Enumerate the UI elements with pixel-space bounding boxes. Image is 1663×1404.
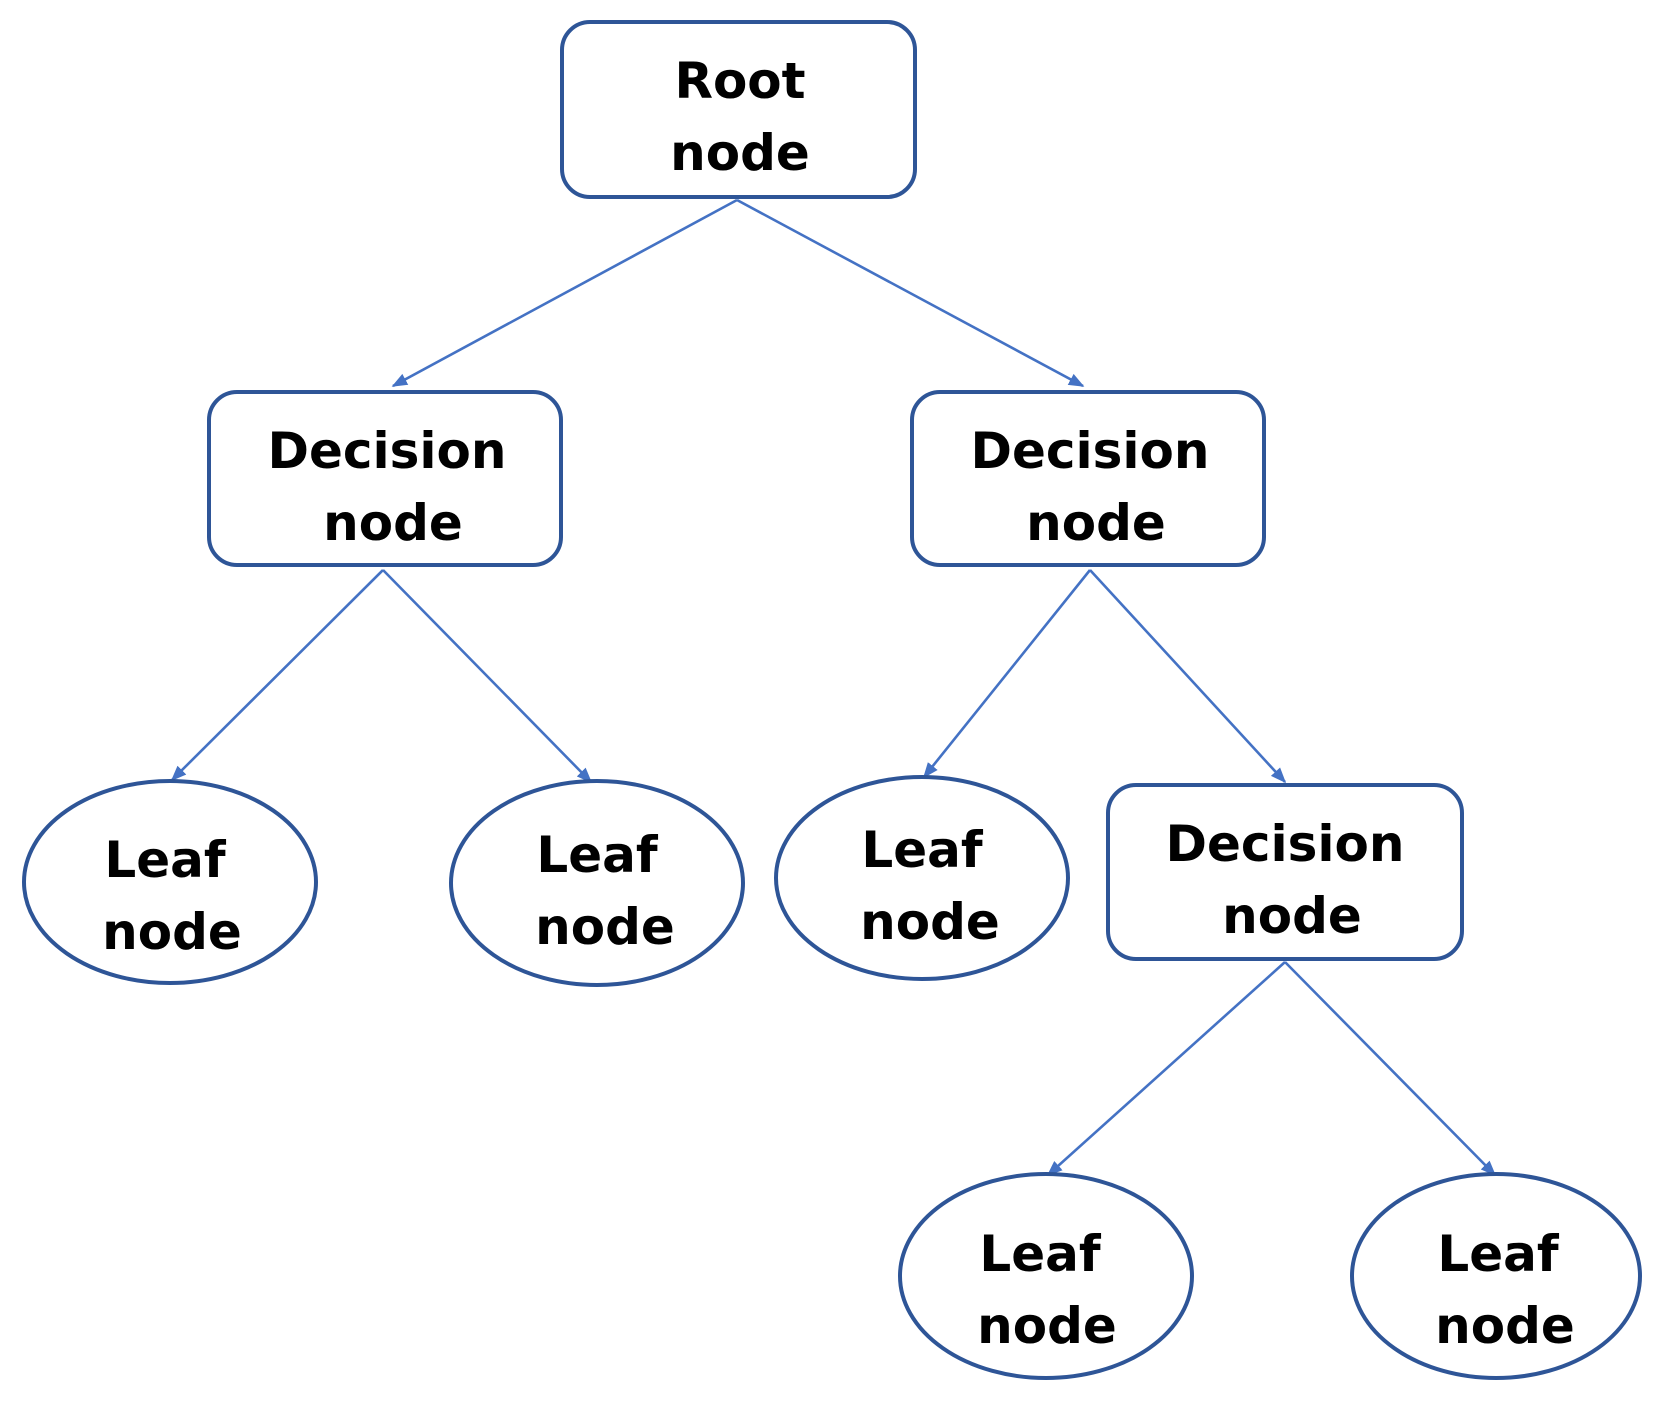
leaf-node-5: Leaf node (1350, 1172, 1642, 1380)
decision-node-left: Decision node (207, 390, 563, 567)
leaf-node-1-label-line2: node (102, 903, 242, 961)
leaf-node-1-ellipse (22, 779, 318, 985)
decision-node-lower-box (1106, 783, 1464, 961)
root-node-label-line1: Root (674, 52, 805, 110)
edge-decision-left-to-leaf-2 (382, 569, 593, 784)
leaf-node-3: Leaf node (774, 775, 1070, 981)
leaf-node-1: Leaf node (22, 779, 318, 985)
edge-decision-right-to-decision-lower (1089, 569, 1287, 784)
leaf-node-4-ellipse (898, 1172, 1194, 1380)
edge-decision-left-to-leaf-1 (170, 569, 384, 782)
leaf-node-2: Leaf node (449, 779, 745, 987)
root-node: Root node (560, 20, 917, 199)
decision-node-lower-label-line2: node (1222, 887, 1362, 945)
edge-decision-lower-to-leaf-5 (1284, 961, 1497, 1177)
leaf-node-4-label-line2: node (977, 1297, 1117, 1355)
decision-node-lower-label-line1: Decision (1165, 815, 1404, 873)
leaf-node-3-ellipse (774, 775, 1070, 981)
edges (170, 198, 1497, 1177)
root-node-box (560, 20, 917, 199)
root-node-label-line2: node (670, 124, 810, 182)
decision-node-right-label-line1: Decision (970, 422, 1209, 480)
edge-decision-right-to-leaf-3 (922, 569, 1092, 779)
leaf-node-3-label-line2: node (860, 893, 1000, 951)
leaf-node-4-label-line1: Leaf (979, 1225, 1102, 1283)
leaf-node-3-label-line1: Leaf (861, 821, 984, 879)
edge-root-to-decision-right (736, 198, 1085, 388)
leaf-node-2-label-line1: Leaf (536, 826, 659, 884)
decision-node-right-label-line2: node (1026, 494, 1166, 552)
leaf-node-2-ellipse (449, 779, 745, 987)
leaf-node-5-label-line1: Leaf (1437, 1225, 1560, 1283)
decision-node-right: Decision node (910, 390, 1266, 567)
edge-root-to-decision-left (391, 198, 738, 388)
leaf-node-4: Leaf node (898, 1172, 1194, 1380)
decision-node-right-box (910, 390, 1266, 567)
decision-node-lower: Decision node (1106, 783, 1464, 961)
leaf-node-1-label-line1: Leaf (104, 831, 227, 889)
decision-node-left-label-line2: node (323, 494, 463, 552)
leaf-node-2-label-line2: node (535, 898, 675, 956)
edge-decision-lower-to-leaf-4 (1046, 961, 1286, 1177)
decision-node-left-box (207, 390, 563, 567)
decision-node-left-label-line1: Decision (267, 422, 506, 480)
leaf-node-5-ellipse (1350, 1172, 1642, 1380)
leaf-node-5-label-line2: node (1435, 1297, 1575, 1355)
